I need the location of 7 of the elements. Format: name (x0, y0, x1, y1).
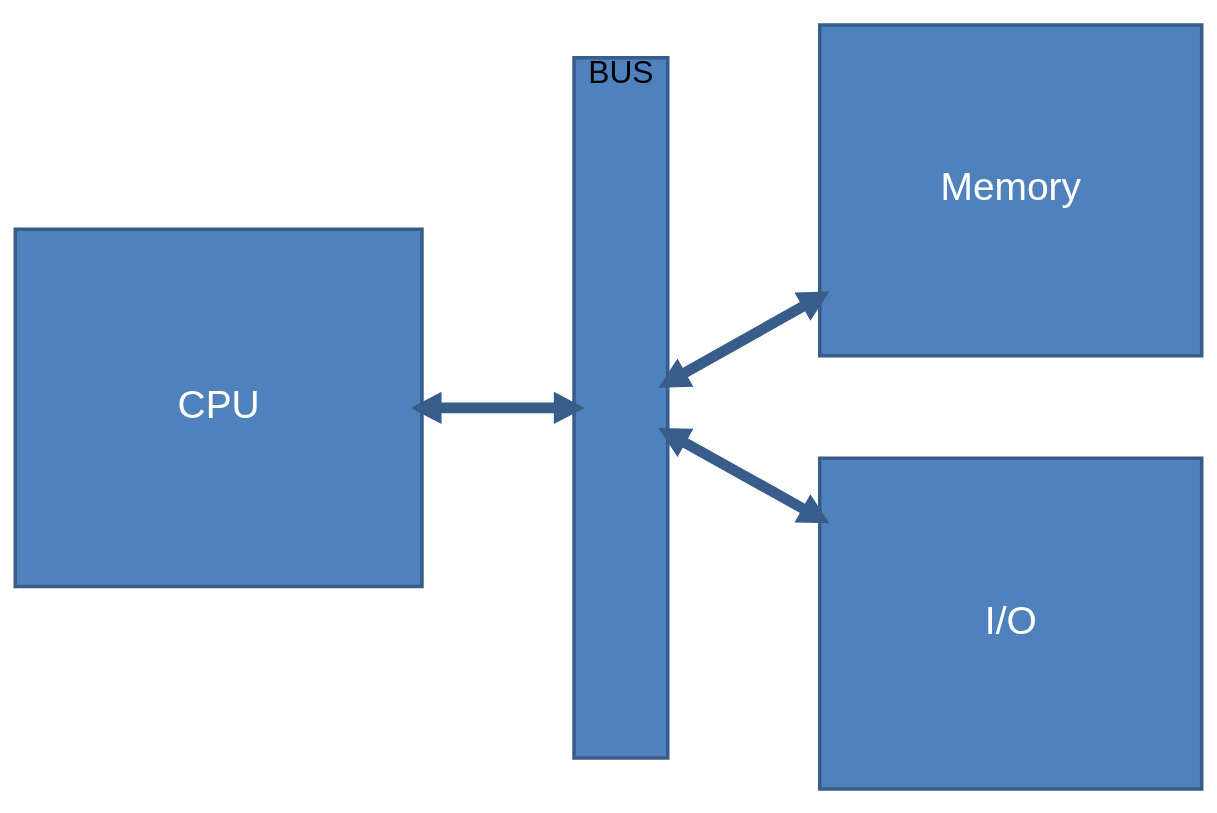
node-box: Memory (818, 22, 1204, 357)
node-box: BUS (572, 55, 670, 760)
arrow (410, 391, 585, 424)
arrow (658, 291, 830, 388)
arrow (658, 427, 830, 523)
node-box: I/O (818, 456, 1204, 791)
node-box: CPU (13, 227, 424, 588)
